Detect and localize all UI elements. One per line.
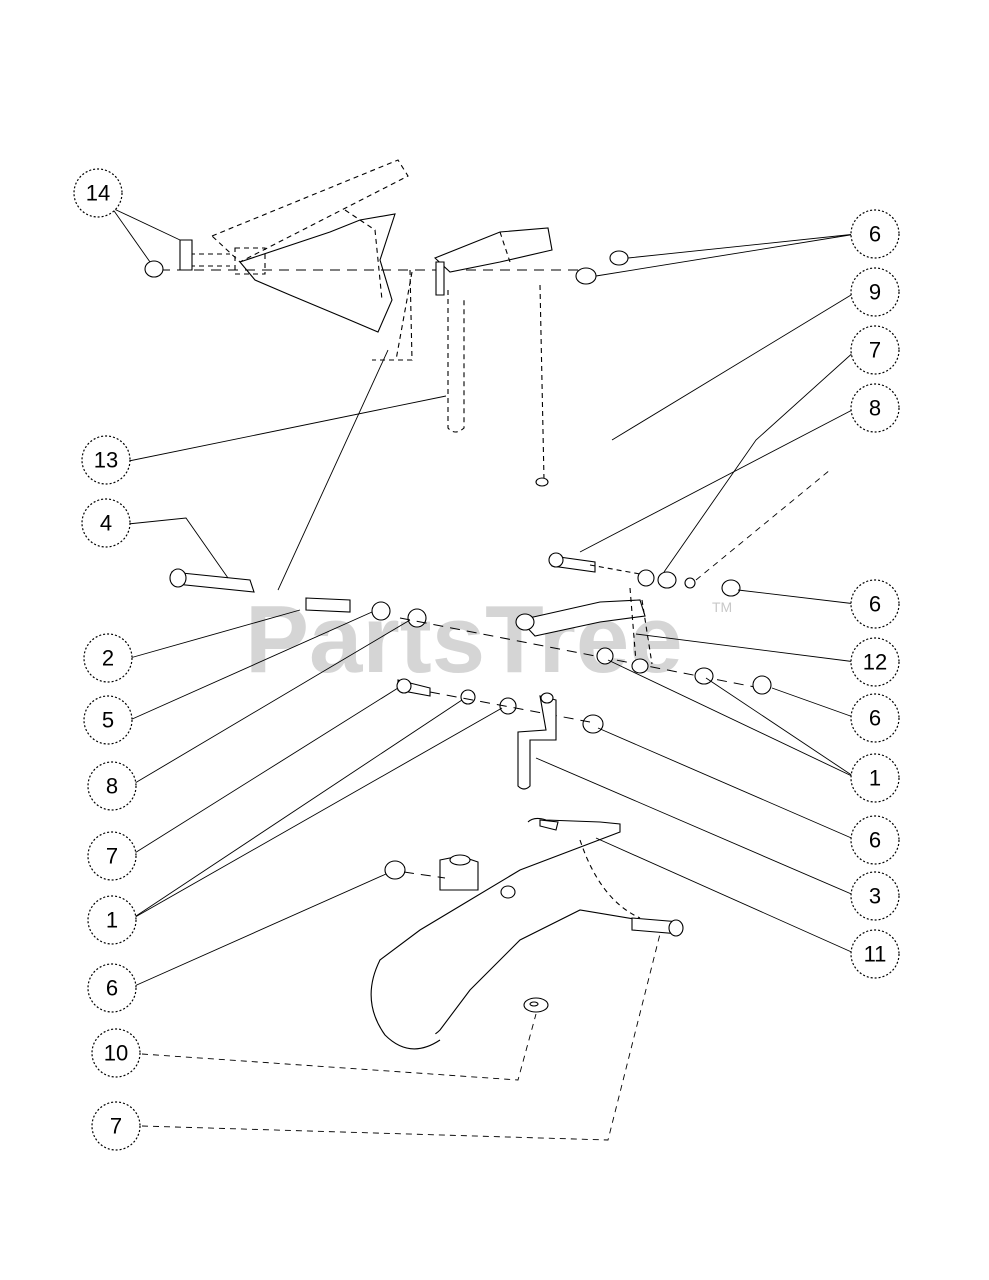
callout-label: 14 [86,181,110,206]
callout-10[interactable]: 10 [91,1028,141,1078]
callout-1-right[interactable]: 1 [850,753,900,803]
callout-label: 4 [100,511,112,536]
callout-1-left[interactable]: 1 [87,895,137,945]
callout-label: 13 [94,448,118,473]
callout-label: 3 [869,884,881,909]
callout-label: 12 [863,650,887,675]
callout-label: 6 [869,828,881,853]
callout-13[interactable]: 13 [81,435,131,485]
callout-label: 7 [106,844,118,869]
callout-label: 10 [104,1041,128,1066]
callout-7-left[interactable]: 7 [87,831,137,881]
callout-label: 5 [102,708,114,733]
callout-6-right-middle[interactable]: 6 [850,693,900,743]
callout-label: 11 [864,942,887,967]
callout-label: 1 [106,908,118,933]
callout-7-bottom[interactable]: 7 [91,1101,141,1151]
callout-7-top[interactable]: 7 [850,325,900,375]
callout-label: 7 [110,1114,122,1139]
callout-8-right[interactable]: 8 [850,383,900,433]
callout-label: 2 [102,646,114,671]
callout-label: 6 [106,976,118,1001]
callout-5[interactable]: 5 [83,695,133,745]
callout-6-left[interactable]: 6 [87,963,137,1013]
upper-handle-assembly [144,159,629,487]
callout-11[interactable]: 11 [850,929,900,979]
callout-8-left[interactable]: 8 [87,761,137,811]
callout-3[interactable]: 3 [850,871,900,921]
callout-2[interactable]: 2 [83,633,133,683]
callout-6-right-upper[interactable]: 6 [850,579,900,629]
callout-label: 7 [869,338,881,363]
callout-label: 8 [106,774,118,799]
callout-14[interactable]: 14 [73,168,123,218]
callout-label: 8 [869,396,881,421]
callout-6-top[interactable]: 6 [850,209,900,259]
callout-label: 6 [869,706,881,731]
callout-9[interactable]: 9 [850,267,900,317]
callout-12[interactable]: 12 [850,637,900,687]
leader-lines [111,207,857,1141]
callout-label: 6 [869,222,881,247]
callout-6-right-lower[interactable]: 6 [850,815,900,865]
callout-label: 9 [869,280,881,305]
watermark-trademark: TM [712,599,732,615]
lower-arm-assembly [370,817,684,1050]
callout-label: 1 [869,766,881,791]
callout-4[interactable]: 4 [81,498,131,548]
callout-label: 6 [869,592,881,617]
